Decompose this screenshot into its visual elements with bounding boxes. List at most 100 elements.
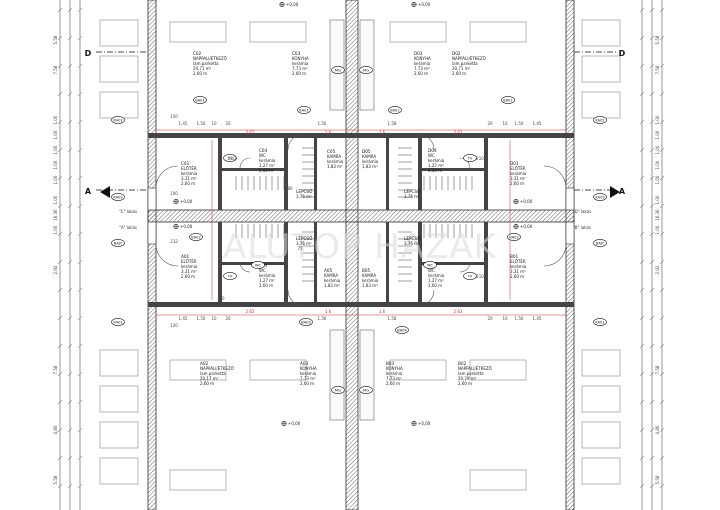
dim-bottom: 20	[487, 316, 493, 321]
tag-text: BAJT	[114, 241, 123, 245]
room-text: kerámia	[386, 371, 403, 376]
tag-text: MG	[335, 68, 341, 72]
room-text: kerámia	[181, 264, 198, 269]
dim-left: 16.36	[53, 209, 58, 221]
dim-red: 1.6	[325, 309, 332, 314]
tag-text: BA02	[509, 235, 519, 239]
dim-right: 1.00	[655, 130, 660, 139]
dim-misc: 120	[170, 323, 178, 328]
room-text: C02	[193, 51, 202, 56]
level-marker: +0,00	[173, 224, 193, 230]
room-text: kerámia	[300, 371, 317, 376]
tag-text: KA02	[595, 118, 604, 122]
room-text: NAPPALI/ÉTKEZŐ	[458, 366, 492, 371]
room-text: C01	[181, 161, 190, 166]
tag-ba02: BA02	[189, 233, 203, 241]
kitchen-counters	[329, 19, 375, 421]
entrance-label-b: "B" lakás	[573, 225, 591, 230]
dim-left: 1.00	[53, 115, 58, 124]
dim-misc: 210	[228, 156, 236, 161]
dim-left: 1.00	[53, 175, 58, 184]
tag-mg: MG	[359, 386, 373, 394]
dim-left: 5.58	[53, 475, 58, 484]
tag-text: KA02	[113, 118, 122, 122]
room-text: B05	[362, 268, 371, 273]
dim-left: 5.58	[53, 35, 58, 44]
room-text: 20,71 m²	[452, 66, 471, 71]
dim-bottom: 1.56	[318, 316, 327, 321]
dim-right: 1.00	[655, 175, 660, 184]
room-text: A05	[324, 268, 333, 273]
walls	[147, 0, 575, 510]
room-text: lam.parketta	[458, 371, 484, 376]
level-marker: +0,00	[411, 1, 431, 8]
room-text: D04	[428, 148, 437, 153]
room-text: KAMRA	[362, 273, 376, 278]
tag-text: WC	[255, 263, 262, 267]
dim-red: 2.62	[246, 309, 255, 314]
dim-left: 7.58	[53, 65, 58, 74]
tag-text: WC	[427, 263, 434, 267]
room-text: 1,83 m²	[362, 164, 378, 169]
room-text: KAMRA	[327, 154, 341, 159]
tag-bajt: BAJT	[593, 239, 607, 247]
dim-misc: 100	[170, 191, 178, 196]
dim-misc: 80	[287, 186, 293, 191]
room-text: NAPPALI/ÉTKEZŐ	[200, 366, 234, 371]
room-text: A02	[200, 361, 209, 366]
level-text: +0,00	[180, 224, 193, 229]
room-text: B01	[510, 254, 519, 259]
room-text: 2,60 m	[292, 71, 306, 76]
dim-right: 5.58	[655, 35, 660, 44]
entrance-markers: "C" lakás "D" lakás "A" lakás "B" lakás	[100, 186, 620, 230]
room-text: KONYHA	[292, 56, 309, 61]
tag-text: BAJT	[596, 241, 605, 245]
room-text: lam.parketta	[200, 371, 226, 376]
tag-ka01: KA01	[593, 318, 607, 326]
room-text: 2,60 m	[510, 274, 524, 279]
room-text: WC	[259, 268, 266, 273]
dim-red: 2.63	[454, 309, 463, 314]
dim-left: 2.92	[53, 265, 58, 274]
tag-mg: MG	[331, 66, 345, 74]
dim-right: 1.00	[655, 115, 660, 124]
room-text: 3,31 m²	[510, 176, 526, 181]
dim-misc: 210	[476, 274, 484, 279]
room-text: kerámia	[327, 159, 344, 164]
room-text: 1,83 m²	[324, 283, 340, 288]
dimension-lines-left	[59, 0, 663, 510]
tag-ba01: BA01	[193, 96, 207, 104]
section-mark-a-right: A	[619, 187, 626, 196]
tag-mg: MG	[359, 66, 373, 74]
dim-bottom: 20	[225, 316, 231, 321]
dim-misc: 75	[297, 246, 303, 251]
tag-ka02: KA02	[111, 116, 125, 124]
level-marker: +0,00	[411, 420, 431, 426]
dim-right: 4.80	[655, 425, 660, 434]
dim-red: 1.6	[379, 309, 386, 314]
room-text: 20,71 m²	[193, 66, 212, 71]
dim-right: 16.36	[655, 209, 660, 221]
room-text: 2,60 m	[259, 283, 273, 288]
room-text: 7,73 m²	[300, 376, 316, 381]
room-text: NAPPALI/ÉTKEZŐ	[452, 56, 486, 61]
dim-right: 1.00	[655, 195, 660, 204]
tag-text: TV	[467, 274, 473, 278]
room-text: 2,60 m	[200, 381, 214, 386]
room-text: kerámia	[324, 278, 341, 283]
dim-misc: 90	[219, 296, 225, 301]
dim-misc: 232	[170, 239, 178, 244]
tag-ka02: KA02	[593, 116, 607, 124]
tag-text: BA01	[195, 98, 205, 102]
